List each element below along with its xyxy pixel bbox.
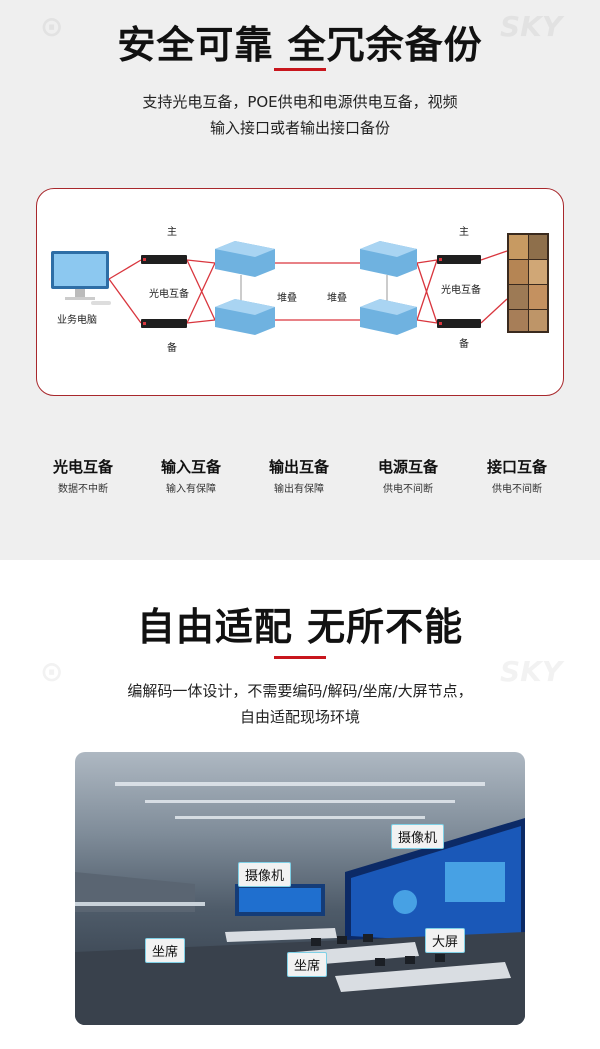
feature-title: 光电互备: [52, 458, 113, 476]
redundancy-section: ⊙ SKY 安全可靠 全冗余备份 支持光电互备，POE供电和电源供电互备，视频 …: [0, 0, 600, 560]
feature-item: 输出互备 输出有保障: [244, 456, 354, 495]
title-underline: [274, 656, 326, 659]
feature-desc: 数据不中断: [58, 484, 108, 495]
right-mutual-label: 光电互备: [441, 285, 481, 296]
feature-item: 输入互备 输入有保障: [136, 456, 246, 495]
decoder-device-main-icon: [437, 255, 481, 264]
section-subtitle: 支持光电互备，POE供电和电源供电互备，视频 输入接口或者输出接口备份: [142, 93, 458, 137]
left-main-label: 主: [167, 227, 177, 238]
feature-desc: 输出有保障: [274, 484, 324, 495]
right-main-label: 主: [459, 227, 469, 238]
stack-label-left: 堆叠: [277, 293, 297, 304]
watermark-logo: SKY: [500, 10, 563, 43]
pc-monitor-icon: [51, 251, 111, 305]
encoder-device-backup-icon: [141, 319, 187, 328]
decoder-device-backup-icon: [437, 319, 481, 328]
watermark-logo: ⊙: [40, 655, 64, 688]
switch-icon-right-bottom: [360, 299, 417, 335]
switch-icon-right-top: [360, 241, 417, 277]
feature-title: 电源互备: [377, 458, 438, 476]
feature-desc: 供电不间断: [383, 484, 433, 495]
camera-tag: 摄像机: [391, 824, 445, 849]
seat-tag: 坐席: [145, 938, 186, 963]
section-title: 自由适配 无所不能: [136, 605, 464, 649]
switch-icon-left-bottom: [215, 299, 275, 335]
feature-item: 电源互备 供电不间断: [353, 456, 463, 495]
switch-icon-left-top: [215, 241, 275, 277]
seat-tag: 坐席: [287, 952, 328, 977]
title-underline: [274, 68, 326, 71]
control-room-illustration: [75, 782, 525, 1025]
feature-item: 接口互备 供电不间断: [462, 456, 572, 495]
watermark-logo: SKY: [500, 655, 563, 688]
big-screen-tag: 大屏: [425, 928, 466, 953]
right-backup-label: 备: [459, 339, 469, 350]
feature-title: 输出互备: [268, 458, 329, 476]
redundancy-diagram: 业务电脑 主 光电互备 备 堆叠 堆叠 主 光电互备 备: [36, 188, 564, 396]
camera-tag: 摄像机: [238, 862, 292, 887]
feature-title: 接口互备: [486, 458, 547, 476]
left-mutual-label: 光电互备: [149, 289, 189, 300]
diagram-graphics: [51, 233, 549, 335]
left-backup-label: 备: [167, 343, 177, 354]
feature-desc: 供电不间断: [492, 484, 542, 495]
stack-label-right: 堆叠: [327, 293, 347, 304]
section-title: 安全可靠 全冗余备份: [117, 23, 483, 67]
encoder-device-main-icon: [141, 255, 187, 264]
video-wall-icon: [507, 233, 549, 333]
feature-desc: 输入有保障: [166, 484, 216, 495]
pc-label: 业务电脑: [57, 315, 97, 326]
feature-item: 光电互备 数据不中断: [28, 456, 138, 495]
watermark-logo: ⊙: [40, 10, 64, 43]
feature-title: 输入互备: [160, 458, 221, 476]
section-subtitle: 编解码一体设计，不需要编码/解码/坐席/大屏节点， 自由适配现场环境: [127, 682, 473, 726]
control-room-image: 摄像机 摄像机 坐席 坐席 大屏: [75, 752, 525, 1025]
